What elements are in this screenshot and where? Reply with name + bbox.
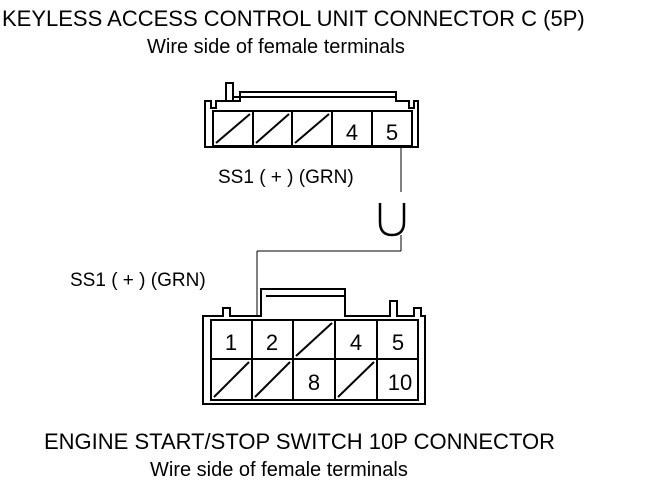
bottom-empty-cell-3 <box>295 322 333 357</box>
top-empty-cell-2 <box>255 113 290 144</box>
wire-label-bottom: SS1 ( + ) (GRN) <box>70 270 206 291</box>
bottom-terminal-4: 4 <box>350 330 362 355</box>
top-terminal-5: 5 <box>386 120 398 145</box>
bottom-terminal-1: 1 <box>225 330 237 355</box>
connector-junction-icon <box>378 203 406 237</box>
top-connector-title: KEYLESS ACCESS CONTROL UNIT CONNECTOR C … <box>2 6 585 31</box>
bottom-connector-subtitle: Wire side of female terminals <box>150 459 408 481</box>
bottom-empty-cell-6 <box>213 361 250 398</box>
wire-ss1-grn <box>256 148 406 318</box>
bottom-connector <box>202 288 426 405</box>
bottom-terminal-10: 10 <box>388 370 412 395</box>
top-empty-cell-3 <box>294 113 330 144</box>
bottom-terminal-2: 2 <box>266 330 278 355</box>
bottom-empty-cell-9 <box>337 361 375 398</box>
top-connector-subtitle: Wire side of female terminals <box>147 36 405 58</box>
top-connector <box>204 82 419 148</box>
bottom-terminal-5: 5 <box>392 330 404 355</box>
top-empty-cell-1 <box>215 113 251 144</box>
bottom-connector-title: ENGINE START/STOP SWITCH 10P CONNECTOR <box>44 429 555 454</box>
bottom-empty-cell-7 <box>254 361 291 398</box>
top-terminal-4: 4 <box>346 120 358 145</box>
wire-label-top: SS1 ( + ) (GRN) <box>218 167 354 188</box>
bottom-terminal-8: 8 <box>308 370 320 395</box>
